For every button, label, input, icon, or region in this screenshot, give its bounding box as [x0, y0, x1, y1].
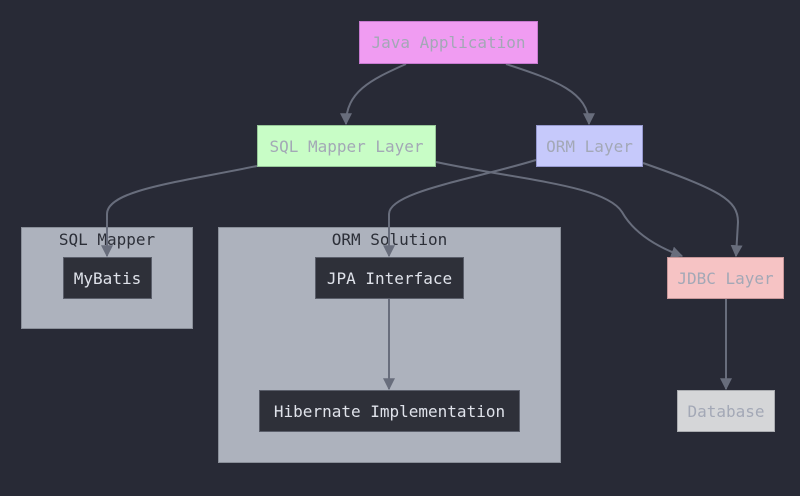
edge-java-to-orm — [505, 63, 595, 126]
node-jpa-interface-label: JPA Interface — [326, 268, 453, 288]
node-database: Database — [677, 390, 775, 432]
node-hibernate-implementation-label: Hibernate Implementation — [273, 401, 506, 421]
node-mybatis: MyBatis — [63, 257, 152, 299]
node-orm-layer: ORM Layer — [536, 125, 643, 167]
node-sql-mapper-layer: SQL Mapper Layer — [257, 125, 436, 167]
node-jpa-interface: JPA Interface — [315, 257, 464, 299]
node-java-application: Java Application — [359, 21, 538, 64]
edge-orm-to-jpa — [383, 159, 537, 258]
node-sql-mapper-layer-label: SQL Mapper Layer — [269, 136, 424, 156]
node-orm-layer-label: ORM Layer — [546, 136, 633, 156]
node-database-label: Database — [687, 401, 765, 421]
node-jdbc-layer-label: JDBC Layer — [677, 268, 774, 288]
edge-sqlmapper-to-jdbc — [435, 161, 684, 258]
node-mybatis-label: MyBatis — [73, 268, 142, 288]
node-jdbc-layer: JDBC Layer — [667, 257, 784, 299]
edge-orm-to-jdbc — [642, 162, 743, 258]
node-hibernate-implementation: Hibernate Implementation — [259, 390, 520, 432]
edge-java-to-sqlmapper — [340, 63, 407, 126]
edge-sqlmapper-to-mybatis — [101, 165, 258, 258]
node-java-application-label: Java Application — [371, 33, 526, 52]
